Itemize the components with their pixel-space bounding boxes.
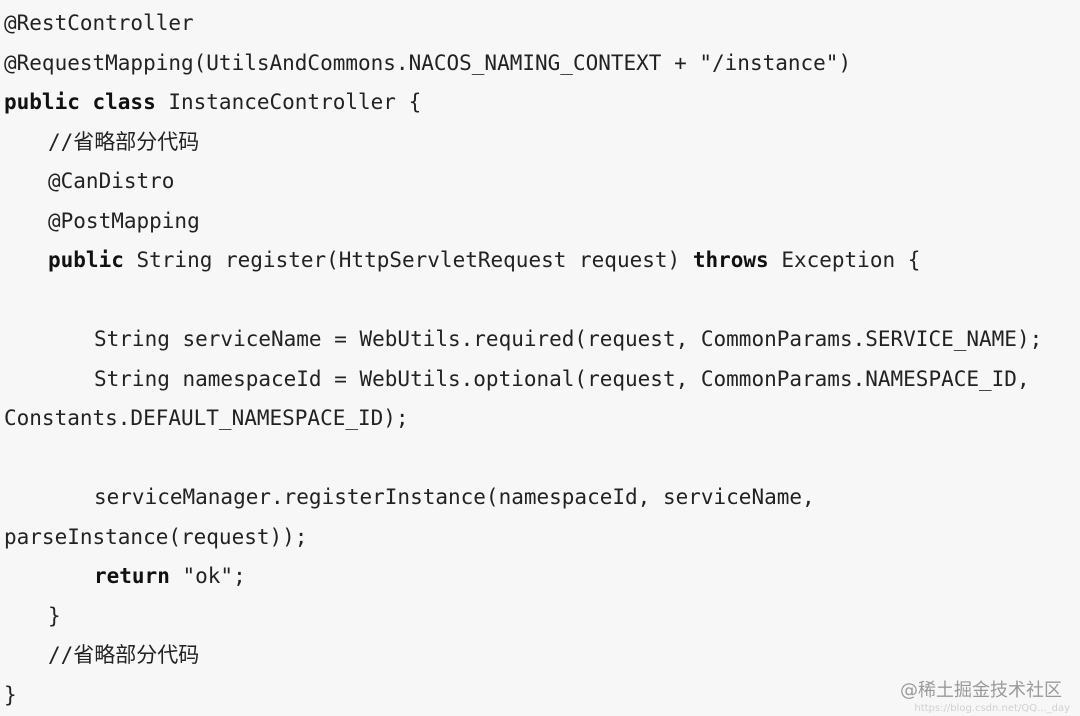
code-line-17: //省略部分代码 <box>4 636 1080 676</box>
annotation-postmapping: @PostMapping <box>48 208 200 233</box>
code-line-13: serviceManager.registerInstance(namespac… <box>4 478 1080 518</box>
comment-omitted-code: //省略部分代码 <box>48 643 200 667</box>
keyword-throws: throws <box>692 248 769 272</box>
statement-register-instance-cont: parseInstance(request)); <box>4 524 308 549</box>
class-close-brace: } <box>4 682 17 707</box>
code-line-8 <box>4 281 1080 321</box>
method-signature: String register(HttpServletRequest reque… <box>123 248 693 272</box>
juejin-watermark: @稀土掘金技术社区 <box>900 680 1062 701</box>
code-line-5: @CanDistro <box>4 162 1080 202</box>
annotation-restcontroller: @RestController <box>4 11 194 35</box>
exception-type: Exception { <box>768 248 921 272</box>
annotation-requestmapping: @RequestMapping(UtilsAndCommons.NACOS_NA… <box>4 50 852 75</box>
comment-omitted-code: //省略部分代码 <box>48 129 200 154</box>
keyword-public: public <box>48 248 124 272</box>
method-close-brace: } <box>48 603 61 628</box>
statement-register-instance: serviceManager.registerInstance(namespac… <box>94 485 815 509</box>
statement-service-name: String serviceName = WebUtils.required(r… <box>94 327 1043 351</box>
keyword-public-class: public class <box>4 90 156 114</box>
code-lines: @RestController @RequestMapping(UtilsAnd… <box>4 4 1080 715</box>
code-line-4: //省略部分代码 <box>4 123 1080 163</box>
code-line-6: @PostMapping <box>4 202 1080 242</box>
code-line-11: Constants.DEFAULT_NAMESPACE_ID); <box>4 399 1080 439</box>
code-line-7: public String register(HttpServletReques… <box>4 241 1080 281</box>
faint-url-watermark: https://blog.csdn.net/QQ..._day <box>914 703 1070 714</box>
code-line-15: return "ok"; <box>4 557 1080 597</box>
code-line-12 <box>4 439 1080 479</box>
class-declaration: InstanceController { <box>155 90 422 114</box>
keyword-return: return <box>94 564 170 588</box>
code-line-1: @RestController <box>4 4 1080 44</box>
code-line-2: @RequestMapping(UtilsAndCommons.NACOS_NA… <box>4 44 1080 84</box>
code-line-16: } <box>4 597 1080 637</box>
code-line-9: String serviceName = WebUtils.required(r… <box>4 320 1080 360</box>
return-value: "ok"; <box>169 564 246 588</box>
code-line-18: } <box>4 676 1080 716</box>
statement-namespace-id-cont: Constants.DEFAULT_NAMESPACE_ID); <box>4 406 409 430</box>
annotation-candistro: @CanDistro <box>48 169 175 193</box>
code-line-3: public class InstanceController { <box>4 83 1080 123</box>
statement-namespace-id: String namespaceId = WebUtils.optional(r… <box>94 366 1030 391</box>
code-line-14: parseInstance(request)); <box>4 518 1080 558</box>
code-line-10: String namespaceId = WebUtils.optional(r… <box>4 360 1080 400</box>
